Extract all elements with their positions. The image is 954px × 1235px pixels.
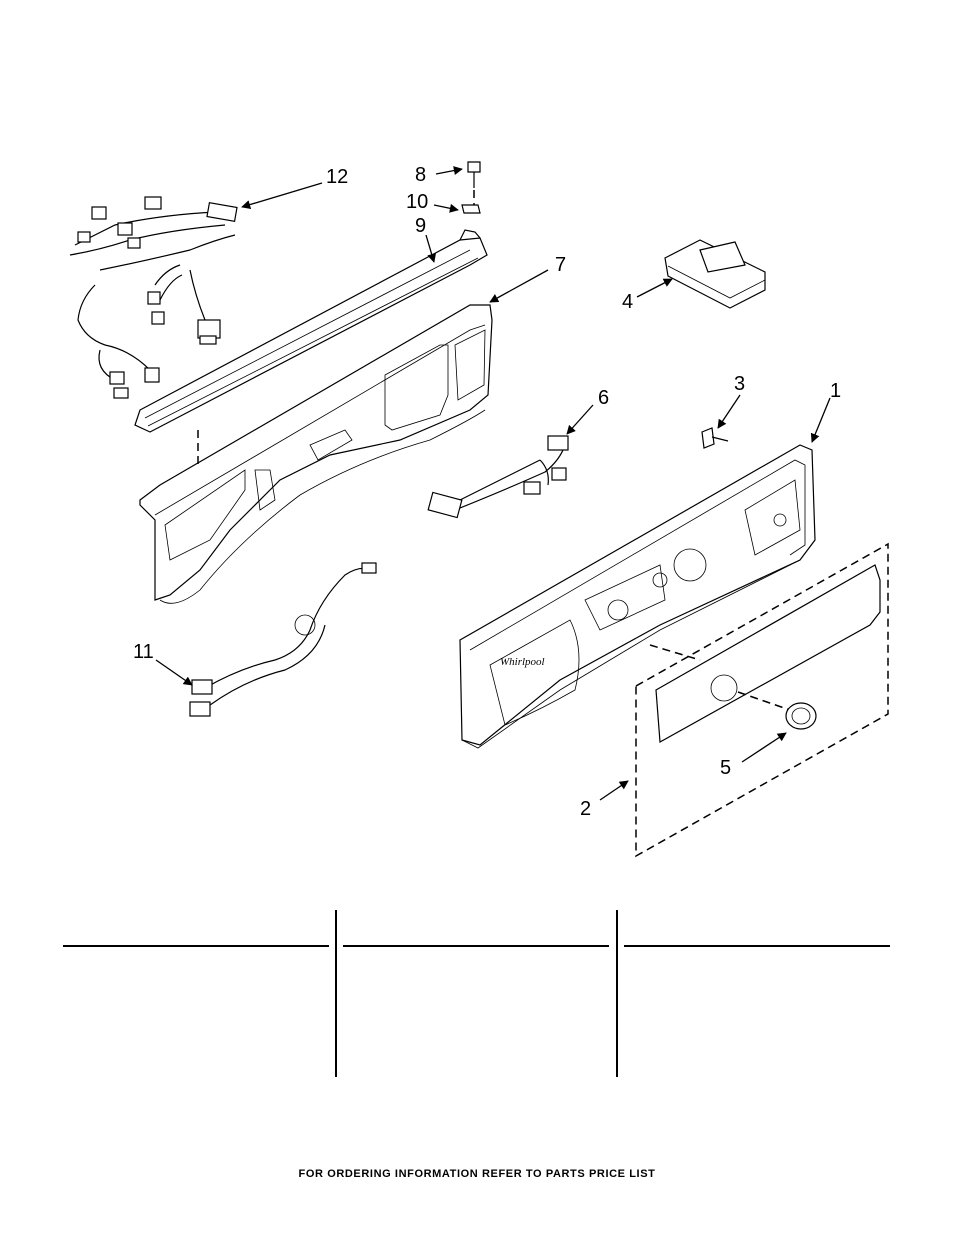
clip-10	[461, 204, 481, 214]
knob-5	[785, 702, 817, 730]
callout-10: 10	[406, 191, 428, 213]
callout-3: 3	[734, 373, 745, 395]
callout-11: 11	[133, 641, 154, 663]
console-1: Whirlpool	[459, 444, 816, 749]
callout-12: 12	[326, 166, 348, 188]
screw-8	[467, 161, 481, 205]
table-divider-1	[335, 910, 337, 1077]
callout-8: 8	[415, 164, 426, 186]
wire-harness-12	[69, 196, 238, 399]
panel-assembly-2	[635, 542, 889, 858]
table-divider-2	[616, 910, 618, 1077]
table-header-rule-col1	[63, 945, 329, 947]
console-back-panel-7	[139, 304, 493, 604]
callout-6: 6	[598, 387, 609, 409]
callout-7: 7	[555, 254, 566, 276]
screw-3	[701, 427, 729, 449]
callout-1: 1	[830, 380, 841, 402]
callout-2: 2	[580, 798, 591, 820]
module-4	[664, 239, 766, 309]
wire-harness-11	[189, 562, 377, 717]
table-header-rule-col2	[343, 945, 609, 947]
leader-arrows	[155, 166, 831, 801]
callout-9: 9	[415, 215, 426, 237]
wire-harness-6	[427, 435, 569, 519]
ordering-footer-note: FOR ORDERING INFORMATION REFER TO PARTS …	[298, 1168, 656, 1180]
rail-9	[134, 229, 488, 433]
table-header-rule-col3	[624, 945, 890, 947]
callout-5: 5	[720, 757, 731, 779]
svg-text:Whirlpool: Whirlpool	[500, 656, 545, 668]
exploded-parts-diagram: Whirlpool 12 8 10 9 7 4 3 1 6 11 5 2	[69, 161, 889, 858]
callout-4: 4	[622, 291, 633, 313]
